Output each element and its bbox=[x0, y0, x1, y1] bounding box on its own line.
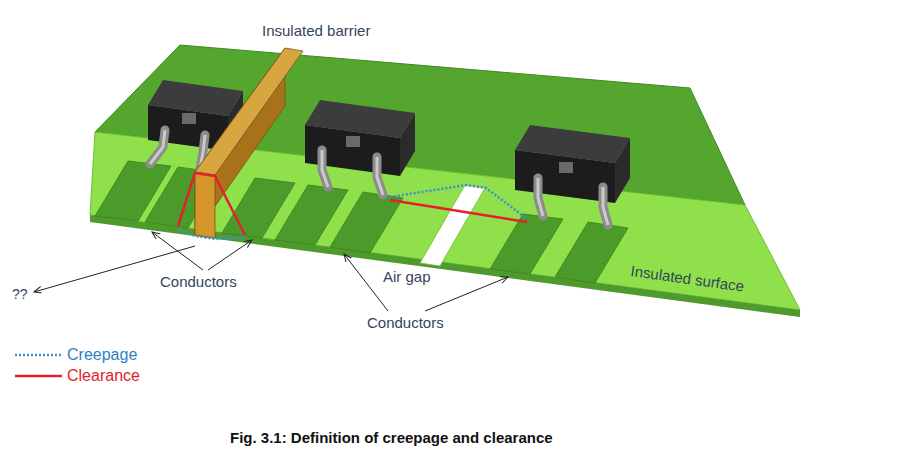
legend-text: Creepage bbox=[67, 346, 137, 364]
chip-tab bbox=[182, 113, 196, 124]
chip-leg bbox=[377, 157, 383, 195]
figure-caption: Fig. 3.1: Definition of creepage and cle… bbox=[230, 429, 553, 447]
barrier-front bbox=[195, 172, 215, 238]
conductor-trace bbox=[555, 222, 628, 283]
clearance-path bbox=[178, 173, 245, 235]
legend-text: Clearance bbox=[67, 367, 140, 385]
chip-leg bbox=[322, 150, 328, 187]
chip-leg bbox=[538, 178, 543, 216]
chip-leg bbox=[322, 150, 328, 187]
chip-leg bbox=[603, 187, 608, 225]
chip-tab bbox=[346, 136, 360, 147]
chip-leg bbox=[377, 157, 383, 195]
legend-entry: Creepage bbox=[15, 346, 137, 364]
part-label: Air gap bbox=[383, 268, 431, 286]
leader-line bbox=[208, 240, 252, 270]
air-gap-slot bbox=[420, 185, 485, 266]
chip-leg bbox=[150, 130, 165, 164]
chip-leg bbox=[150, 130, 165, 164]
part-label: Conductors bbox=[367, 314, 444, 332]
legend-line bbox=[15, 375, 62, 378]
legend-entry: Clearance bbox=[15, 367, 140, 385]
chip-top bbox=[305, 100, 415, 138]
legend-sample bbox=[15, 371, 63, 381]
legend-sample bbox=[15, 350, 63, 360]
barrier-top bbox=[195, 48, 303, 175]
creepage-path bbox=[390, 185, 526, 218]
chip-leg bbox=[603, 187, 608, 225]
callout-mark: ?? bbox=[12, 285, 28, 303]
chip-leg bbox=[538, 178, 543, 216]
leader-line bbox=[152, 232, 203, 270]
part-label: Insulated barrier bbox=[262, 22, 370, 40]
chip-tab bbox=[559, 162, 573, 173]
leader-line bbox=[425, 277, 508, 311]
chip-top bbox=[148, 80, 243, 116]
chip-top bbox=[515, 125, 630, 163]
leader-line bbox=[344, 254, 388, 311]
insulated-surface bbox=[90, 132, 800, 310]
clearance-path bbox=[390, 200, 527, 222]
legend-line bbox=[15, 354, 62, 357]
part-label: Conductors bbox=[160, 273, 237, 291]
creepage-path bbox=[178, 229, 245, 239]
